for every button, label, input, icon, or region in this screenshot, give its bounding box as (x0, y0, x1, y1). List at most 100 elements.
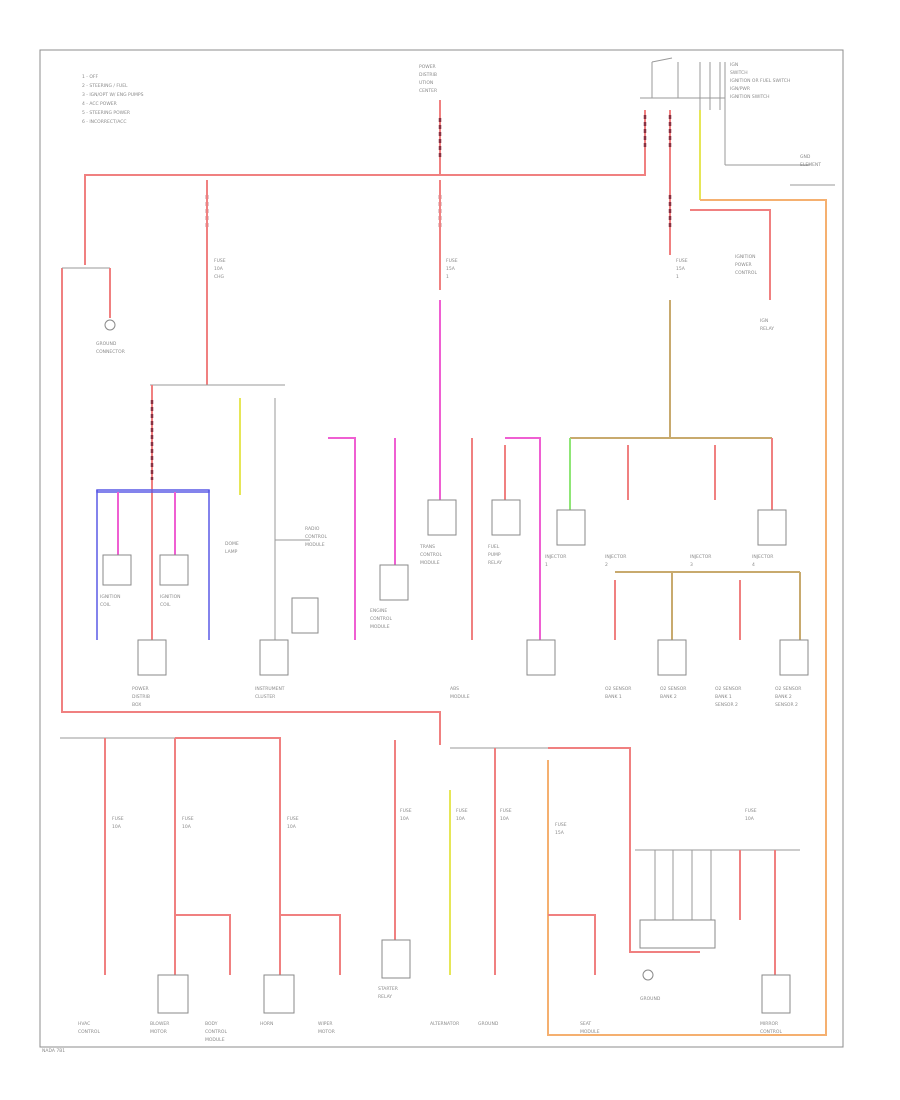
injector-5 (657, 639, 687, 676)
injector-1 (556, 509, 586, 546)
relay-label-1: IGN (760, 318, 768, 324)
battery-ground-branch: GROUND CONNECTOR (96, 268, 125, 355)
starter-label-1: STARTER (378, 986, 398, 992)
bottom-power-bus (60, 737, 700, 975)
fuse-center-label-2: 15A (446, 266, 456, 272)
bcm-label-1: BODY (205, 1021, 218, 1027)
fuse-b7-label-1: FUSE (555, 822, 567, 828)
abs-label-2: MODULE (450, 694, 470, 700)
ecm-label-1: ENGINE (370, 608, 387, 614)
fuse-b6-label-1: FUSE (500, 808, 512, 814)
o2d-label-2: BANK 2 (775, 694, 792, 700)
battery-ground-label-1: GROUND (96, 341, 117, 347)
fuel-label-3: RELAY (488, 560, 502, 566)
fuse-left-label-3: CHG (214, 274, 225, 280)
legend-line-3: 3 - IGN/OPT W/ ENG PUMPS (82, 92, 144, 98)
fuse-center-label-3: 1 (446, 274, 449, 280)
fuse-b5-label-1: FUSE (456, 808, 468, 814)
fuse-b4-label-1: FUSE (400, 808, 412, 814)
legend-line-6: 6 - INCORRECT/ACC (82, 119, 127, 125)
engine-control-module (379, 564, 409, 601)
starter-label-2: RELAY (378, 994, 392, 1000)
o2d-label-1: O2 SENSOR (775, 686, 801, 692)
trans-label-3: MODULE (420, 560, 440, 566)
ignition-coil-right (159, 554, 189, 586)
injector-2 (757, 509, 787, 546)
legend-line-1: 1 - OFF (82, 74, 98, 80)
inj4-label-2: 4 (752, 562, 755, 568)
trans-control-module (427, 499, 457, 536)
hvac-label-1: HVAC (78, 1021, 90, 1027)
radio-control-module (291, 597, 319, 634)
inj1-label-2: 1 (545, 562, 548, 568)
coil-left-label-1: IGNITION (100, 594, 121, 600)
fuse-left-branch: FUSE 10A CHG (150, 180, 285, 386)
legend-line-5: 5 - STEERING POWER (82, 110, 130, 116)
power-distribution-box (137, 639, 167, 676)
ecm-label-2: CONTROL (370, 616, 392, 622)
ignition-coil-left (102, 554, 132, 586)
ground-point-icon (642, 969, 654, 981)
wiper-label-2: MOTOR (318, 1029, 335, 1035)
fuse-b3-label-2: 10A (287, 824, 297, 830)
dome-label-1: DOME (225, 541, 239, 547)
fuse-b8-label-2: 10A (745, 816, 755, 822)
radio-label-3: MODULE (305, 542, 325, 548)
fuse-b1-label-1: FUSE (112, 816, 124, 822)
mirror-label-2: CONTROL (760, 1029, 782, 1035)
fuse-b6-label-2: 10A (500, 816, 510, 822)
fuse-left-label-2: 10A (214, 266, 224, 272)
coil-right-label-2: COIL (160, 602, 171, 608)
pdbox-label-2: DISTRIB (132, 694, 150, 700)
main-power-bus (61, 100, 827, 1036)
inj2-label-1: INJECTOR (605, 554, 626, 560)
ignition-position-legend: 1 - OFF 2 - STEERING / FUEL 3 - IGN/OPT … (82, 74, 144, 125)
ground-point-label: GROUND (640, 996, 661, 1002)
fuse-b5-label-2: 10A (456, 816, 466, 822)
o2c-label-1: O2 SENSOR (715, 686, 741, 692)
radio-label-1: RADIO (305, 526, 320, 532)
pd-label-4: CENTER (419, 88, 437, 94)
trans-label-1: TRANS (419, 544, 435, 550)
fuse-left-label-1: FUSE (214, 258, 226, 264)
o2d-label-3: SENSOR 2 (775, 702, 798, 708)
blower-label-2: MOTOR (150, 1029, 167, 1035)
radio-label-2: CONTROL (305, 534, 327, 540)
fuse-b2-label-2: 10A (182, 824, 192, 830)
fuse-right-label-1: FUSE (676, 258, 688, 264)
dome-label-2: LAMP (225, 549, 238, 555)
fuse-right-label-2: 15A (676, 266, 686, 272)
cluster-label-1: INSTRUMENT (255, 686, 285, 692)
bottom-components: HVAC CONTROL BLOWER MOTOR BODY CONTROL M… (78, 849, 800, 1043)
fuse-b4-label-2: 10A (400, 816, 410, 822)
fuel-label-1: FUEL (488, 544, 500, 550)
ground-connector-icon (104, 319, 116, 331)
abs-module (526, 639, 556, 676)
fuse-b3-label-1: FUSE (287, 816, 299, 822)
gnd-label-2: ELEMENT (800, 162, 821, 168)
wiper-label-1: WIPER (318, 1021, 332, 1027)
pd-label-1: POWER (419, 64, 436, 70)
ground2-label: GROUND (478, 1021, 499, 1027)
blower-label-1: BLOWER (150, 1021, 169, 1027)
pd-label-2: DISTRIB (419, 72, 437, 78)
ecm-label-3: MODULE (370, 624, 390, 630)
o2c-label-3: SENSOR 2 (715, 702, 738, 708)
fuel-label-2: PUMP (488, 552, 501, 558)
coil-right-label-1: IGNITION (160, 594, 181, 600)
fuel-pump-relay (491, 499, 521, 536)
o2a-label-2: BANK 1 (605, 694, 622, 700)
trans-label-2: CONTROL (420, 552, 442, 558)
relay-sub-label-2: POWER (735, 262, 752, 268)
inj3-label-2: 3 (690, 562, 693, 568)
pdbox-label-3: BOX (132, 702, 141, 708)
diagram-footer-code: NADA 7B1 (42, 1048, 65, 1054)
relay-label-2: RELAY (760, 326, 774, 332)
fuse-center-label-1: FUSE (446, 258, 458, 264)
mirror-label-1: MIRROR (760, 1021, 778, 1027)
diagram-border (39, 49, 844, 1048)
sw-label-4: IGN/PWR (730, 86, 750, 92)
bcm-label-2: CONTROL (205, 1029, 227, 1035)
relay-sub-label-1: IGNITION (735, 254, 756, 260)
